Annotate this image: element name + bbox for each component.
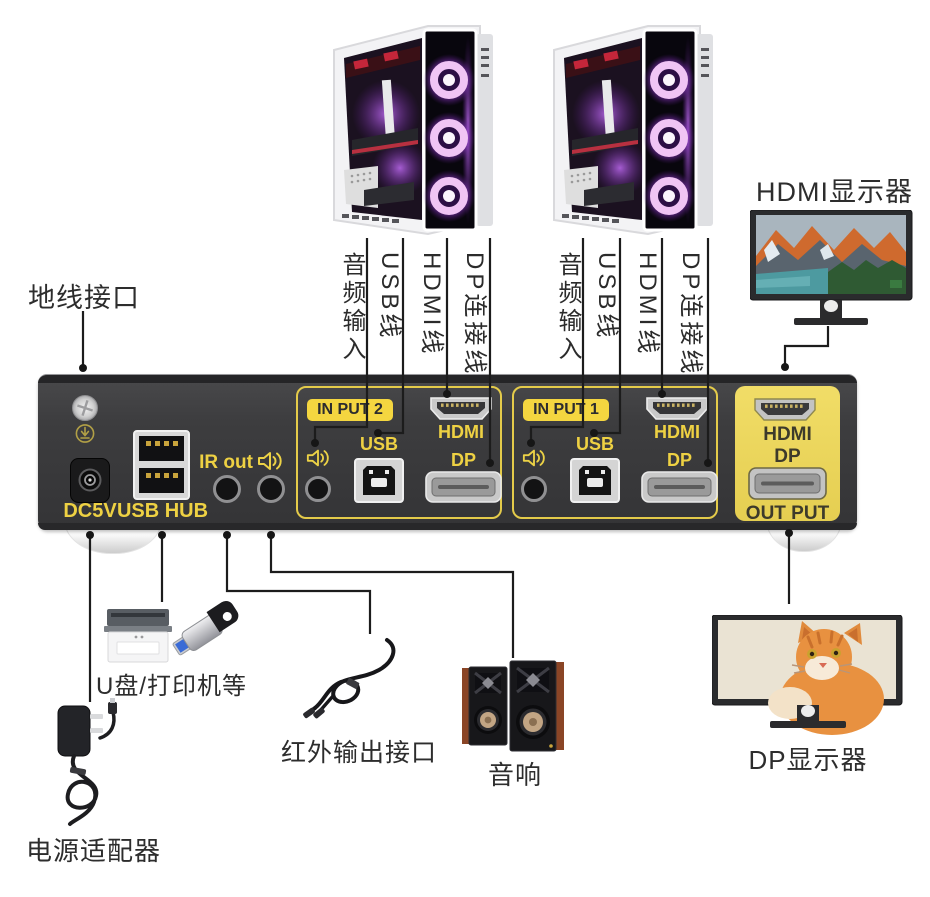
output-group: HDMI DP OUT PUT bbox=[735, 386, 840, 524]
cable-label-audio-1: 音频输入 bbox=[554, 252, 581, 364]
input1-usb-b-port bbox=[570, 458, 620, 503]
ir-output-label: 红外输出接口 bbox=[281, 739, 438, 767]
ir-out-label: IR out bbox=[199, 452, 253, 473]
kvm-switch-rear-panel: DC5V USB HUB IR out IN PUT 2 USB bbox=[38, 374, 857, 530]
line-hdmi-monitor bbox=[783, 326, 830, 365]
input1-group: IN PUT 1 USB HDMI DP bbox=[512, 386, 718, 519]
output-dp-label: DP bbox=[774, 446, 801, 467]
input2-hdmi-label: HDMI bbox=[438, 422, 484, 442]
dp-monitor-label: DP显示器 bbox=[748, 745, 868, 775]
usb-devices-label: U盘/打印机等 bbox=[96, 673, 247, 700]
hdmi-monitor-label: HDMI显示器 bbox=[756, 177, 913, 207]
input1-hdmi-port bbox=[646, 397, 708, 420]
output-title: OUT PUT bbox=[745, 503, 830, 524]
dc-power-jack bbox=[70, 458, 110, 503]
input1-badge: IN PUT 1 bbox=[523, 399, 609, 421]
speaker-icon bbox=[522, 449, 545, 467]
ground-icon bbox=[75, 424, 95, 443]
cable-label-dp-2: DP连接线 bbox=[461, 252, 488, 378]
cable-label-usb-1: USB线 bbox=[593, 252, 620, 342]
audio-out-jack bbox=[257, 475, 285, 503]
hdmi-monitor bbox=[750, 210, 913, 325]
input2-usb-b-port bbox=[354, 458, 404, 503]
speaker-icon bbox=[258, 452, 282, 470]
cable-label-hdmi-2: HDMI线 bbox=[418, 252, 445, 358]
speakers bbox=[462, 660, 564, 752]
cable-label-audio-2: 音频输入 bbox=[338, 252, 365, 364]
ir-out-jack bbox=[213, 475, 241, 503]
speakers-label: 音响 bbox=[488, 760, 543, 790]
output-hdmi-port bbox=[754, 398, 816, 421]
input2-hdmi-port bbox=[430, 397, 492, 420]
ir-cable bbox=[303, 638, 396, 719]
printer bbox=[104, 609, 172, 663]
output-hdmi-label: HDMI bbox=[763, 424, 812, 445]
cable-label-usb-2: USB线 bbox=[376, 252, 403, 342]
usb-hub-label: USB HUB bbox=[116, 500, 209, 522]
ground-port-label: 地线接口 bbox=[28, 283, 140, 313]
input2-dp-label: DP bbox=[450, 450, 476, 470]
ground-screw bbox=[72, 395, 98, 421]
input2-usb-label: USB bbox=[359, 434, 398, 454]
power-adapter bbox=[57, 698, 117, 826]
left-speaker bbox=[462, 666, 508, 746]
dc5v-label: DC5V bbox=[63, 500, 117, 522]
input2-audio-jack bbox=[305, 476, 331, 502]
input1-dp-label: DP bbox=[666, 450, 692, 470]
input1-usb-label: USB bbox=[575, 434, 614, 454]
input1-dp-port bbox=[641, 471, 718, 503]
power-adapter-label: 电源适配器 bbox=[26, 836, 162, 866]
output-dp-port bbox=[748, 467, 827, 500]
dp-monitor bbox=[712, 615, 903, 735]
pc-tower-2 bbox=[328, 22, 496, 238]
input1-audio-jack bbox=[521, 476, 547, 502]
pc-tower-1 bbox=[548, 22, 716, 238]
usb-hub-ports bbox=[133, 430, 190, 500]
usb-flash-drive bbox=[172, 600, 239, 656]
cable-label-dp-1: DP连接线 bbox=[677, 252, 704, 378]
input2-dp-port bbox=[425, 471, 502, 503]
input1-hdmi-label: HDMI bbox=[654, 422, 700, 442]
cable-label-hdmi-1: HDMI线 bbox=[634, 252, 661, 358]
input2-badge: IN PUT 2 bbox=[307, 399, 393, 421]
input2-group: IN PUT 2 USB HDMI DP bbox=[296, 386, 502, 519]
right-speaker bbox=[509, 660, 564, 752]
line-ir bbox=[225, 534, 372, 634]
speaker-icon bbox=[306, 449, 329, 467]
